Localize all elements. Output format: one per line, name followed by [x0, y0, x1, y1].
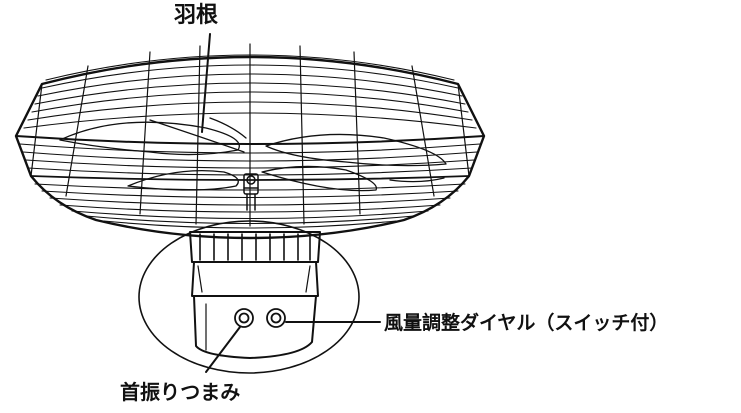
leader-knob: [205, 326, 241, 373]
label-oscillation-knob: 首振りつまみ: [120, 380, 241, 404]
label-blade: 羽根: [174, 3, 219, 28]
leader-lines: [201, 33, 381, 373]
motor-housing: [189, 231, 321, 359]
detail-circle: [138, 220, 360, 374]
label-fan-speed-dial: 風量調整ダイヤル（スイッチ付）: [384, 312, 669, 334]
guard-rings-upper: [23, 54, 477, 129]
fan-blades: [59, 117, 447, 192]
knob-oscillation: [234, 308, 254, 328]
guard-wires: [30, 43, 470, 227]
dial-fan-speed: [266, 308, 286, 328]
fan-hub: [243, 173, 259, 211]
fan-guard: [14, 43, 486, 240]
leader-blade: [201, 33, 211, 133]
